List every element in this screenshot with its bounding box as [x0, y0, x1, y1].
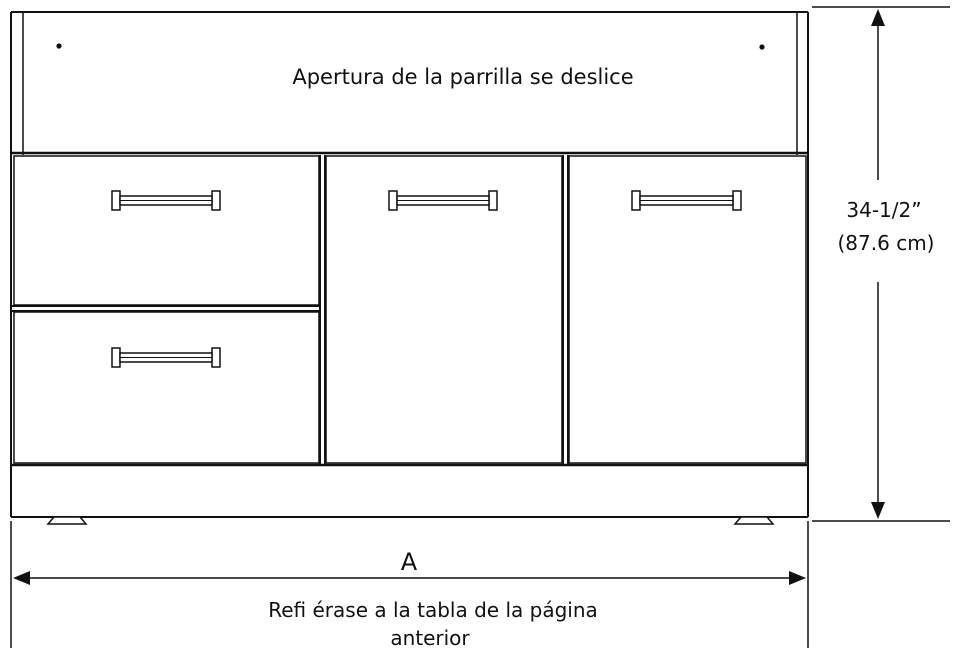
- door-middle-handle: [388, 190, 498, 211]
- screw-right: [759, 44, 765, 50]
- screw-left: [56, 43, 62, 49]
- top-panel-label: Apertura de la parrilla se deslice: [292, 65, 633, 89]
- foot-right: [733, 516, 775, 525]
- height-metric-label: (87.6 cm): [838, 231, 935, 255]
- lower-frame: [10, 153, 809, 518]
- door-right: [568, 155, 807, 464]
- width-label: A: [401, 548, 418, 576]
- width-note-line1: Refi érase a la tabla de la página: [268, 598, 598, 622]
- foot-left: [46, 516, 88, 525]
- feet: [46, 516, 775, 525]
- width-arrow-left-icon: [13, 571, 30, 585]
- drawer-bottom-handle: [111, 347, 221, 368]
- drawer-bottom: [13, 311, 320, 464]
- width-dimension: [10, 521, 809, 648]
- door-right-handle: [631, 190, 742, 211]
- cabinet: [10, 11, 809, 155]
- width-arrow-right-icon: [789, 571, 806, 585]
- width-note-line2: anterior: [390, 626, 470, 650]
- drawer-top: [13, 155, 320, 306]
- height-arrow-top-icon: [871, 9, 885, 26]
- door-middle: [325, 155, 563, 464]
- height-arrow-bottom-icon: [871, 502, 885, 519]
- handles: [111, 190, 742, 368]
- height-imperial-label: 34-1/2”: [846, 198, 921, 222]
- drawer-top-handle: [111, 190, 221, 211]
- height-dimension: [812, 6, 950, 522]
